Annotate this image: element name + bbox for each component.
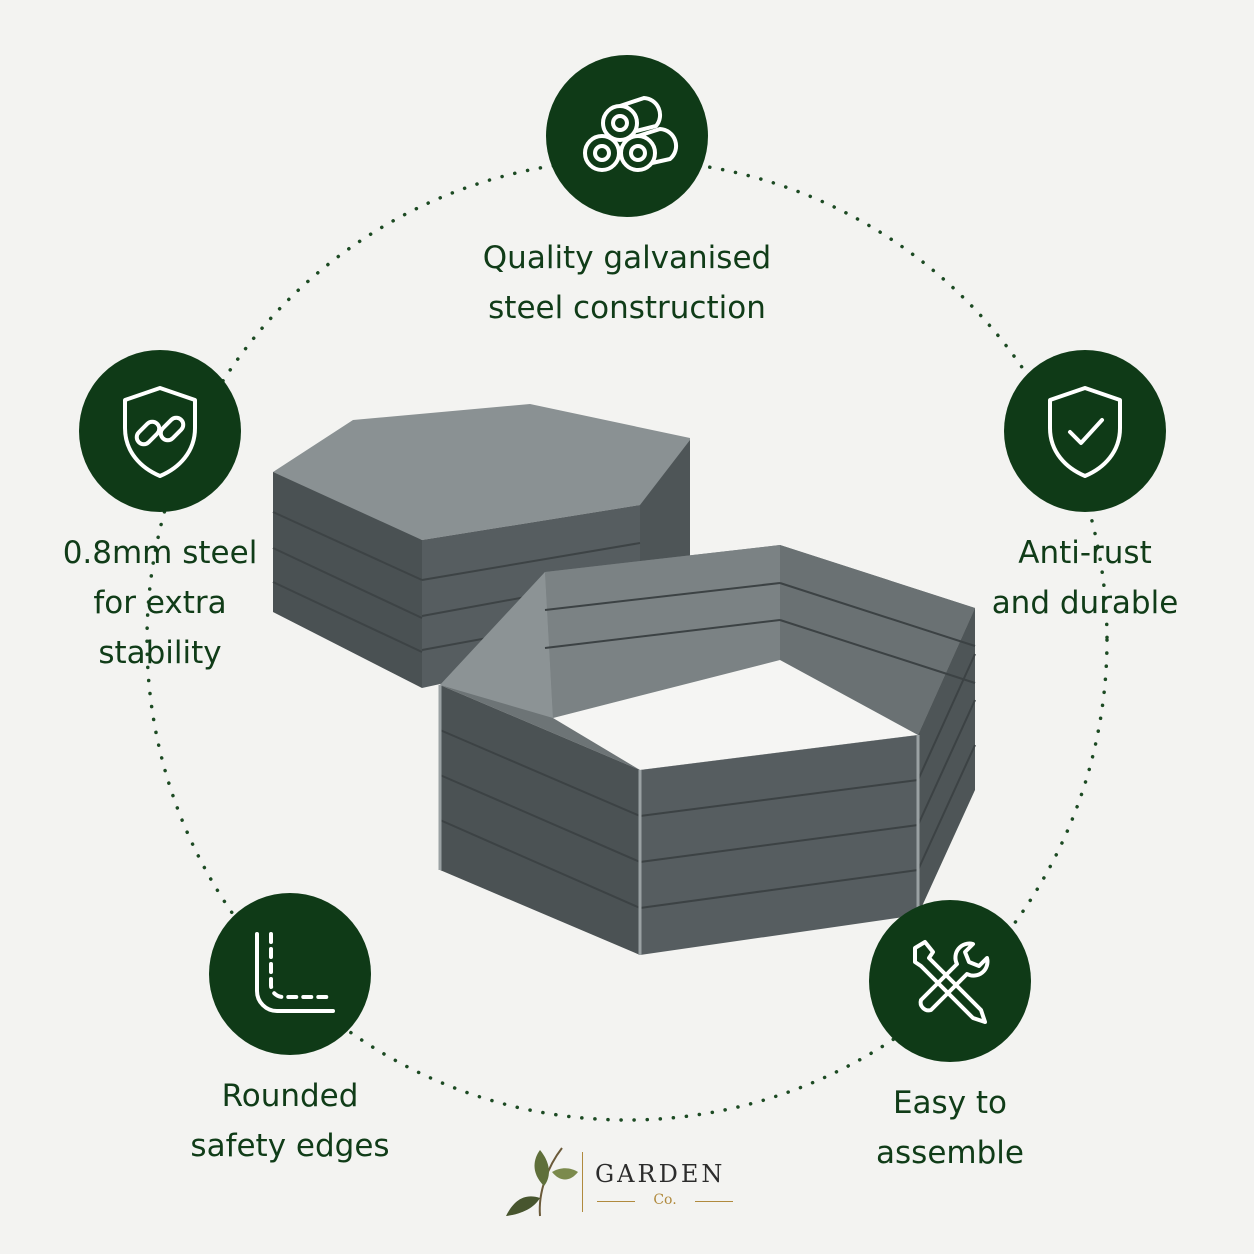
brand-sub: Co. — [595, 1192, 735, 1208]
rounded-corner-icon — [255, 932, 335, 1013]
steel-pipes-icon — [583, 95, 679, 172]
dotted-ring — [145, 158, 1109, 1122]
shield-check-icon — [1048, 386, 1122, 478]
shield-chain-icon — [123, 386, 197, 478]
brand-name: GARDEN — [595, 1160, 726, 1188]
badge — [79, 350, 241, 512]
badge — [209, 893, 371, 1055]
badge — [869, 900, 1031, 1062]
badge — [1004, 350, 1166, 512]
badge — [546, 55, 708, 217]
brand-logo: GARDEN Co. — [500, 1142, 760, 1222]
front-planter — [438, 545, 976, 955]
wrench-screwdriver-icon — [913, 940, 990, 1024]
eucalyptus-leaf-icon — [506, 1147, 578, 1217]
logo-divider — [582, 1152, 583, 1212]
